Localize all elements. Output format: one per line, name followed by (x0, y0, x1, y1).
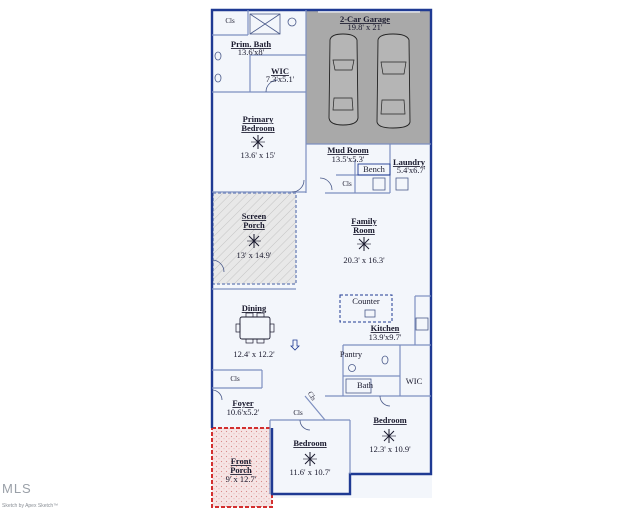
ceiling-fan-icon (302, 451, 318, 467)
arrow-down-icon (290, 339, 300, 351)
bedroom-left-name: Bedroom (293, 438, 326, 448)
screen-porch-dims: 13' x 14.9' (237, 250, 272, 260)
primary-bedroom-dims: 13.6' x 15' (241, 150, 276, 160)
bench-label: Bench (363, 164, 385, 174)
primary-bedroom-name-2: Bedroom (241, 123, 274, 133)
bench-box (357, 163, 391, 176)
ceiling-fan-icon (356, 236, 372, 252)
prim-bath-name: Prim. Bath (231, 39, 271, 49)
closet-bath-label: Cls (225, 17, 235, 25)
ceiling-fan-icon (246, 233, 262, 249)
bedroom-left-dims: 11.6' x 10.7' (290, 467, 331, 477)
car-right-icon (376, 33, 411, 129)
foyer-name: Foyer (232, 398, 253, 408)
screen-porch-name-1: Screen (242, 211, 267, 221)
bedroom-right-dims: 12.3' x 10.9' (369, 444, 411, 454)
counter-island (339, 294, 393, 323)
mls-watermark: MLS (2, 481, 32, 496)
kitchen-name: Kitchen (371, 323, 400, 333)
dining-table-icon (235, 312, 275, 344)
front-porch-name-2: Porch (230, 465, 252, 475)
dining-name: Dining (242, 303, 267, 313)
kitchen-dims: 13.9'x9.7' (369, 332, 402, 342)
dining-dims: 12.4' x 12.2' (233, 349, 275, 359)
family-room-name-2: Room (353, 225, 375, 235)
foyer-dims: 10.6'x5.2' (227, 407, 260, 417)
car-left-icon (328, 33, 359, 126)
prim-bath-dims: 13.6'x8' (238, 47, 265, 57)
front-porch-dims: 9' x 12.7' (226, 474, 257, 484)
closet-mud-label: Cls (342, 180, 352, 188)
mud-room-name: Mud Room (327, 145, 368, 155)
ceiling-fan-icon (381, 428, 397, 444)
family-room-dims: 20.3' x 16.3' (343, 255, 385, 265)
closet-hall-label: Cls (306, 390, 318, 402)
closet-bed-label: Cls (293, 409, 303, 417)
wic-label: WIC (406, 376, 423, 386)
bath-label: Bath (357, 380, 374, 390)
family-room-name-1: Family (351, 216, 377, 226)
ceiling-fan-icon (250, 134, 266, 150)
primary-bedroom-name-1: Primary (243, 114, 274, 124)
garage-dims: 19.8' x 21' (348, 22, 383, 32)
wic-primary-name: WIC (271, 66, 289, 76)
laundry-dims: 5.4'x6.7' (397, 165, 426, 175)
door-swings (211, 79, 391, 431)
front-porch-area (211, 427, 273, 508)
wic-primary-dims: 7.3'x5.1' (266, 74, 295, 84)
pantry-label: Pantry (340, 349, 363, 359)
screen-porch-name-2: Porch (243, 220, 265, 230)
counter-label: Counter (352, 296, 380, 306)
garage-name: 2-Car Garage (340, 14, 390, 24)
interior-walls (212, 10, 431, 494)
fixtures (214, 13, 429, 394)
bedroom-right-name: Bedroom (373, 415, 406, 425)
mud-room-dims: 13.5'x5.3' (332, 154, 365, 164)
closet-foyer-label: Cls (230, 375, 240, 383)
front-porch-name-1: Front (231, 456, 252, 466)
laundry-name: Laundry (393, 157, 426, 167)
sketch-credit: Sketch by Apex Sketch™ (2, 503, 59, 509)
sink-icon (364, 309, 376, 318)
